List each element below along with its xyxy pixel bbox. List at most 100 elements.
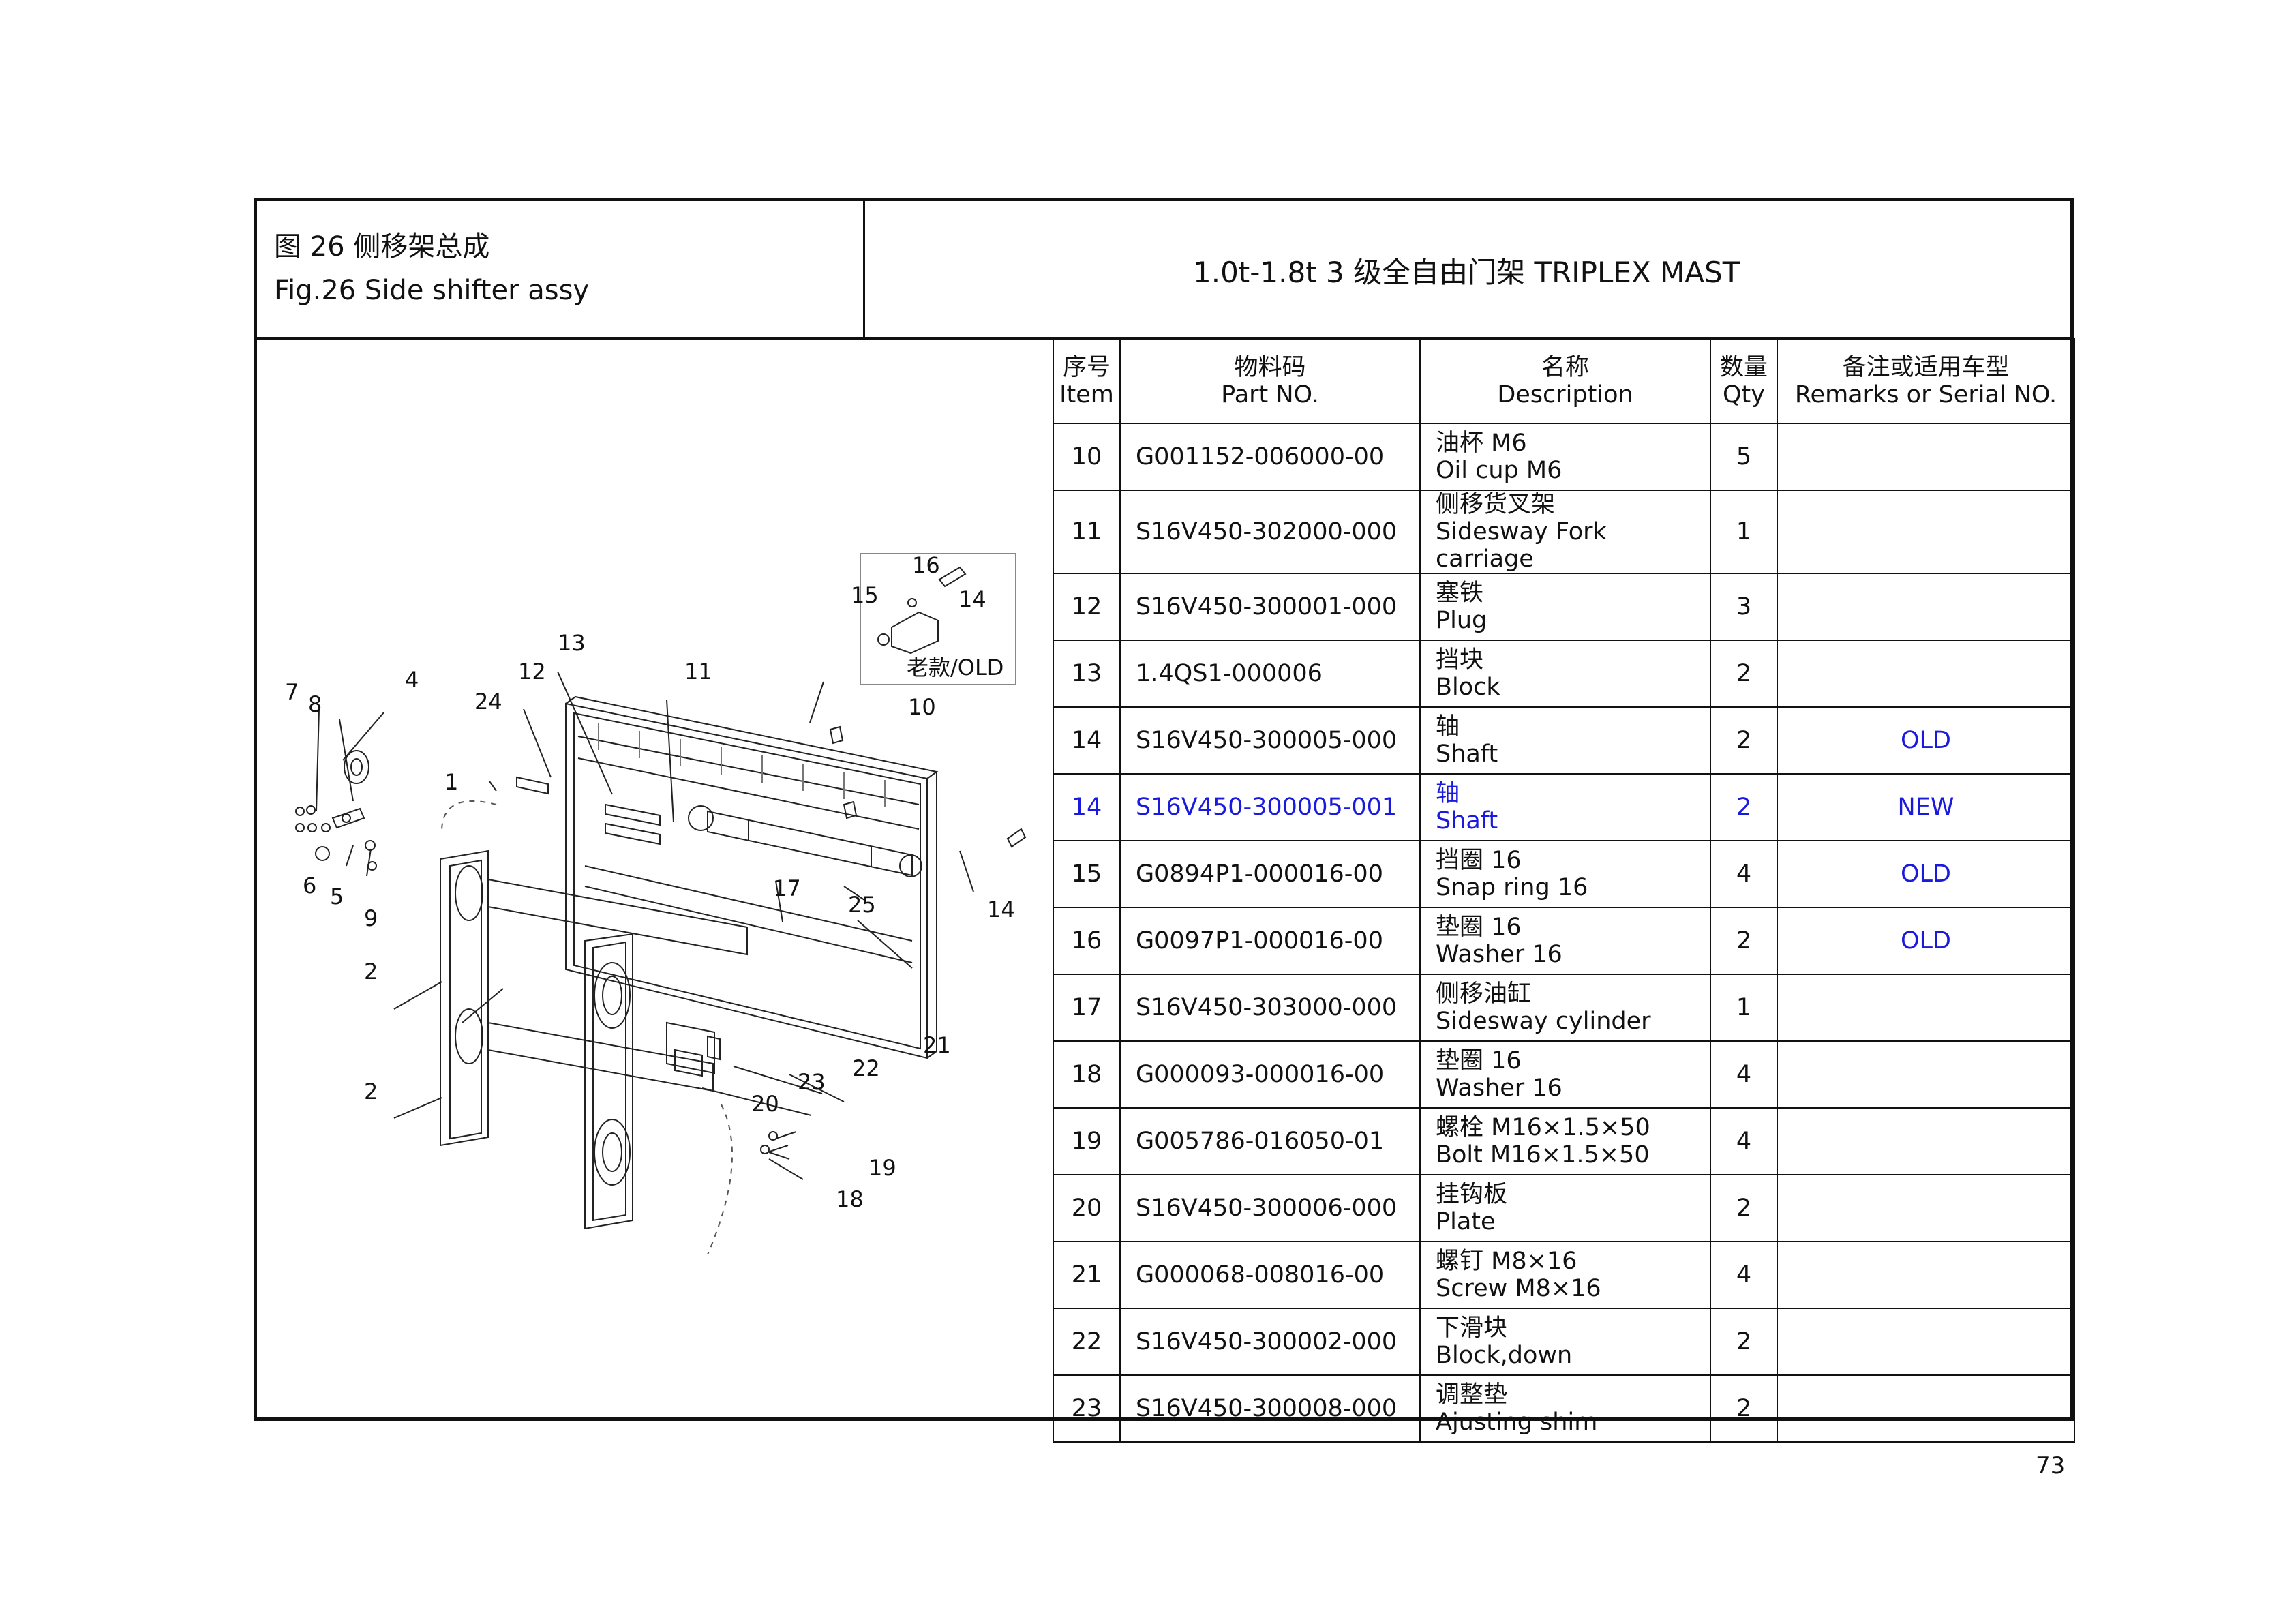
item-cell: 19 [1053, 1107, 1121, 1175]
description-en: Plate [1436, 1208, 1496, 1235]
figure-title-cn: 图 26 侧移架总成 [274, 231, 490, 262]
item-cell: 10 [1053, 423, 1121, 491]
description-cn: 侧移油缸 [1436, 980, 1532, 1008]
remarks-cell [1777, 640, 2075, 708]
qty-cell: 2 [1710, 907, 1778, 975]
callout-16: 16 [912, 552, 940, 578]
description-en: Shaft [1436, 740, 1498, 768]
description-en: Shaft [1436, 807, 1498, 834]
qty-cell: 2 [1710, 1374, 1778, 1443]
callout-7: 7 [285, 679, 299, 705]
remarks-cell [1777, 1241, 2075, 1309]
description-cn: 调整垫 [1436, 1381, 1508, 1409]
item-cell: 16 [1053, 907, 1121, 975]
description-cn: 油杯 M6 [1436, 430, 1527, 457]
description-en: Ajusting shim [1436, 1409, 1598, 1436]
callout-15: 15 [851, 582, 879, 608]
callout-20: 20 [751, 1091, 779, 1117]
remarks-cell [1777, 974, 2075, 1042]
remarks-cell [1777, 1040, 2075, 1109]
part-number-cell: G000093-000016-00 [1119, 1040, 1421, 1109]
callout-21: 21 [923, 1032, 951, 1058]
description-cn: 下滑块 [1436, 1314, 1508, 1342]
part-number-cell: G0097P1-000016-00 [1119, 907, 1421, 975]
qty-cell: 2 [1710, 773, 1778, 841]
description-cn: 挡块 [1436, 646, 1484, 674]
callout-11: 11 [684, 659, 712, 685]
item-cell: 23 [1053, 1374, 1121, 1443]
remarks-cell [1777, 573, 2075, 641]
part-number-cell: S16V450-300005-000 [1119, 706, 1421, 775]
item-cell: 14 [1053, 706, 1121, 775]
part-number-cell: G001152-006000-00 [1119, 423, 1421, 491]
description-en: Block [1436, 674, 1500, 701]
callout-2: 2 [364, 959, 378, 984]
description-cn: 侧移货叉架 [1436, 491, 1556, 518]
item-cell: 11 [1053, 490, 1121, 574]
description-cn: 螺钉 M8×16 [1436, 1248, 1577, 1275]
callout-13: 13 [558, 630, 586, 656]
description-en: Screw M8×16 [1436, 1275, 1601, 1302]
remarks-cell: OLD [1777, 840, 2075, 908]
item-cell: 22 [1053, 1308, 1121, 1376]
description-cn: 挡圈 16 [1436, 847, 1522, 874]
description-en: Sidesway cylinder [1436, 1008, 1651, 1035]
part-number-cell: S16V450-303000-000 [1119, 974, 1421, 1042]
part-number-cell: G0894P1-000016-00 [1119, 840, 1421, 908]
description-en: Sidesway Fork carriage [1436, 518, 1607, 573]
remarks-cell [1777, 490, 2075, 574]
callout-8: 8 [308, 691, 322, 717]
item-cell: 18 [1053, 1040, 1121, 1109]
callout-6: 6 [303, 873, 316, 899]
remarks-cell [1777, 423, 2075, 491]
description-en: Washer 16 [1436, 1074, 1562, 1102]
part-number-cell: S16V450-300008-000 [1119, 1374, 1421, 1443]
callout-4: 4 [405, 667, 419, 693]
item-cell: 15 [1053, 840, 1121, 908]
callout-2b: 2 [364, 1079, 378, 1104]
callout-12: 12 [518, 659, 546, 685]
inset-label: 老款/OLD [907, 655, 1003, 680]
remarks-cell [1777, 1107, 2075, 1175]
header-divider [863, 198, 865, 338]
remarks-cell [1777, 1174, 2075, 1242]
remarks-cell: OLD [1777, 907, 2075, 975]
callout-24: 24 [474, 689, 502, 715]
remarks-cell [1777, 1374, 2075, 1443]
description-en: Oil cup M6 [1436, 457, 1562, 484]
part-number-cell: S16V450-300002-000 [1119, 1308, 1421, 1376]
item-cell: 12 [1053, 573, 1121, 641]
callout-18: 18 [836, 1186, 864, 1212]
description-cn: 轴 [1436, 713, 1460, 740]
qty-cell: 2 [1710, 706, 1778, 775]
qty-cell: 4 [1710, 840, 1778, 908]
remarks-cell: NEW [1777, 773, 2075, 841]
description-en: Bolt M16×1.5×50 [1436, 1141, 1650, 1169]
callout-19: 19 [868, 1155, 896, 1181]
remarks-cell [1777, 1308, 2075, 1376]
callout-5: 5 [330, 884, 344, 909]
description-cn: 塞铁 [1436, 580, 1484, 607]
header-bottom-rule [254, 337, 2074, 340]
part-number-cell: S16V450-302000-000 [1119, 490, 1421, 574]
